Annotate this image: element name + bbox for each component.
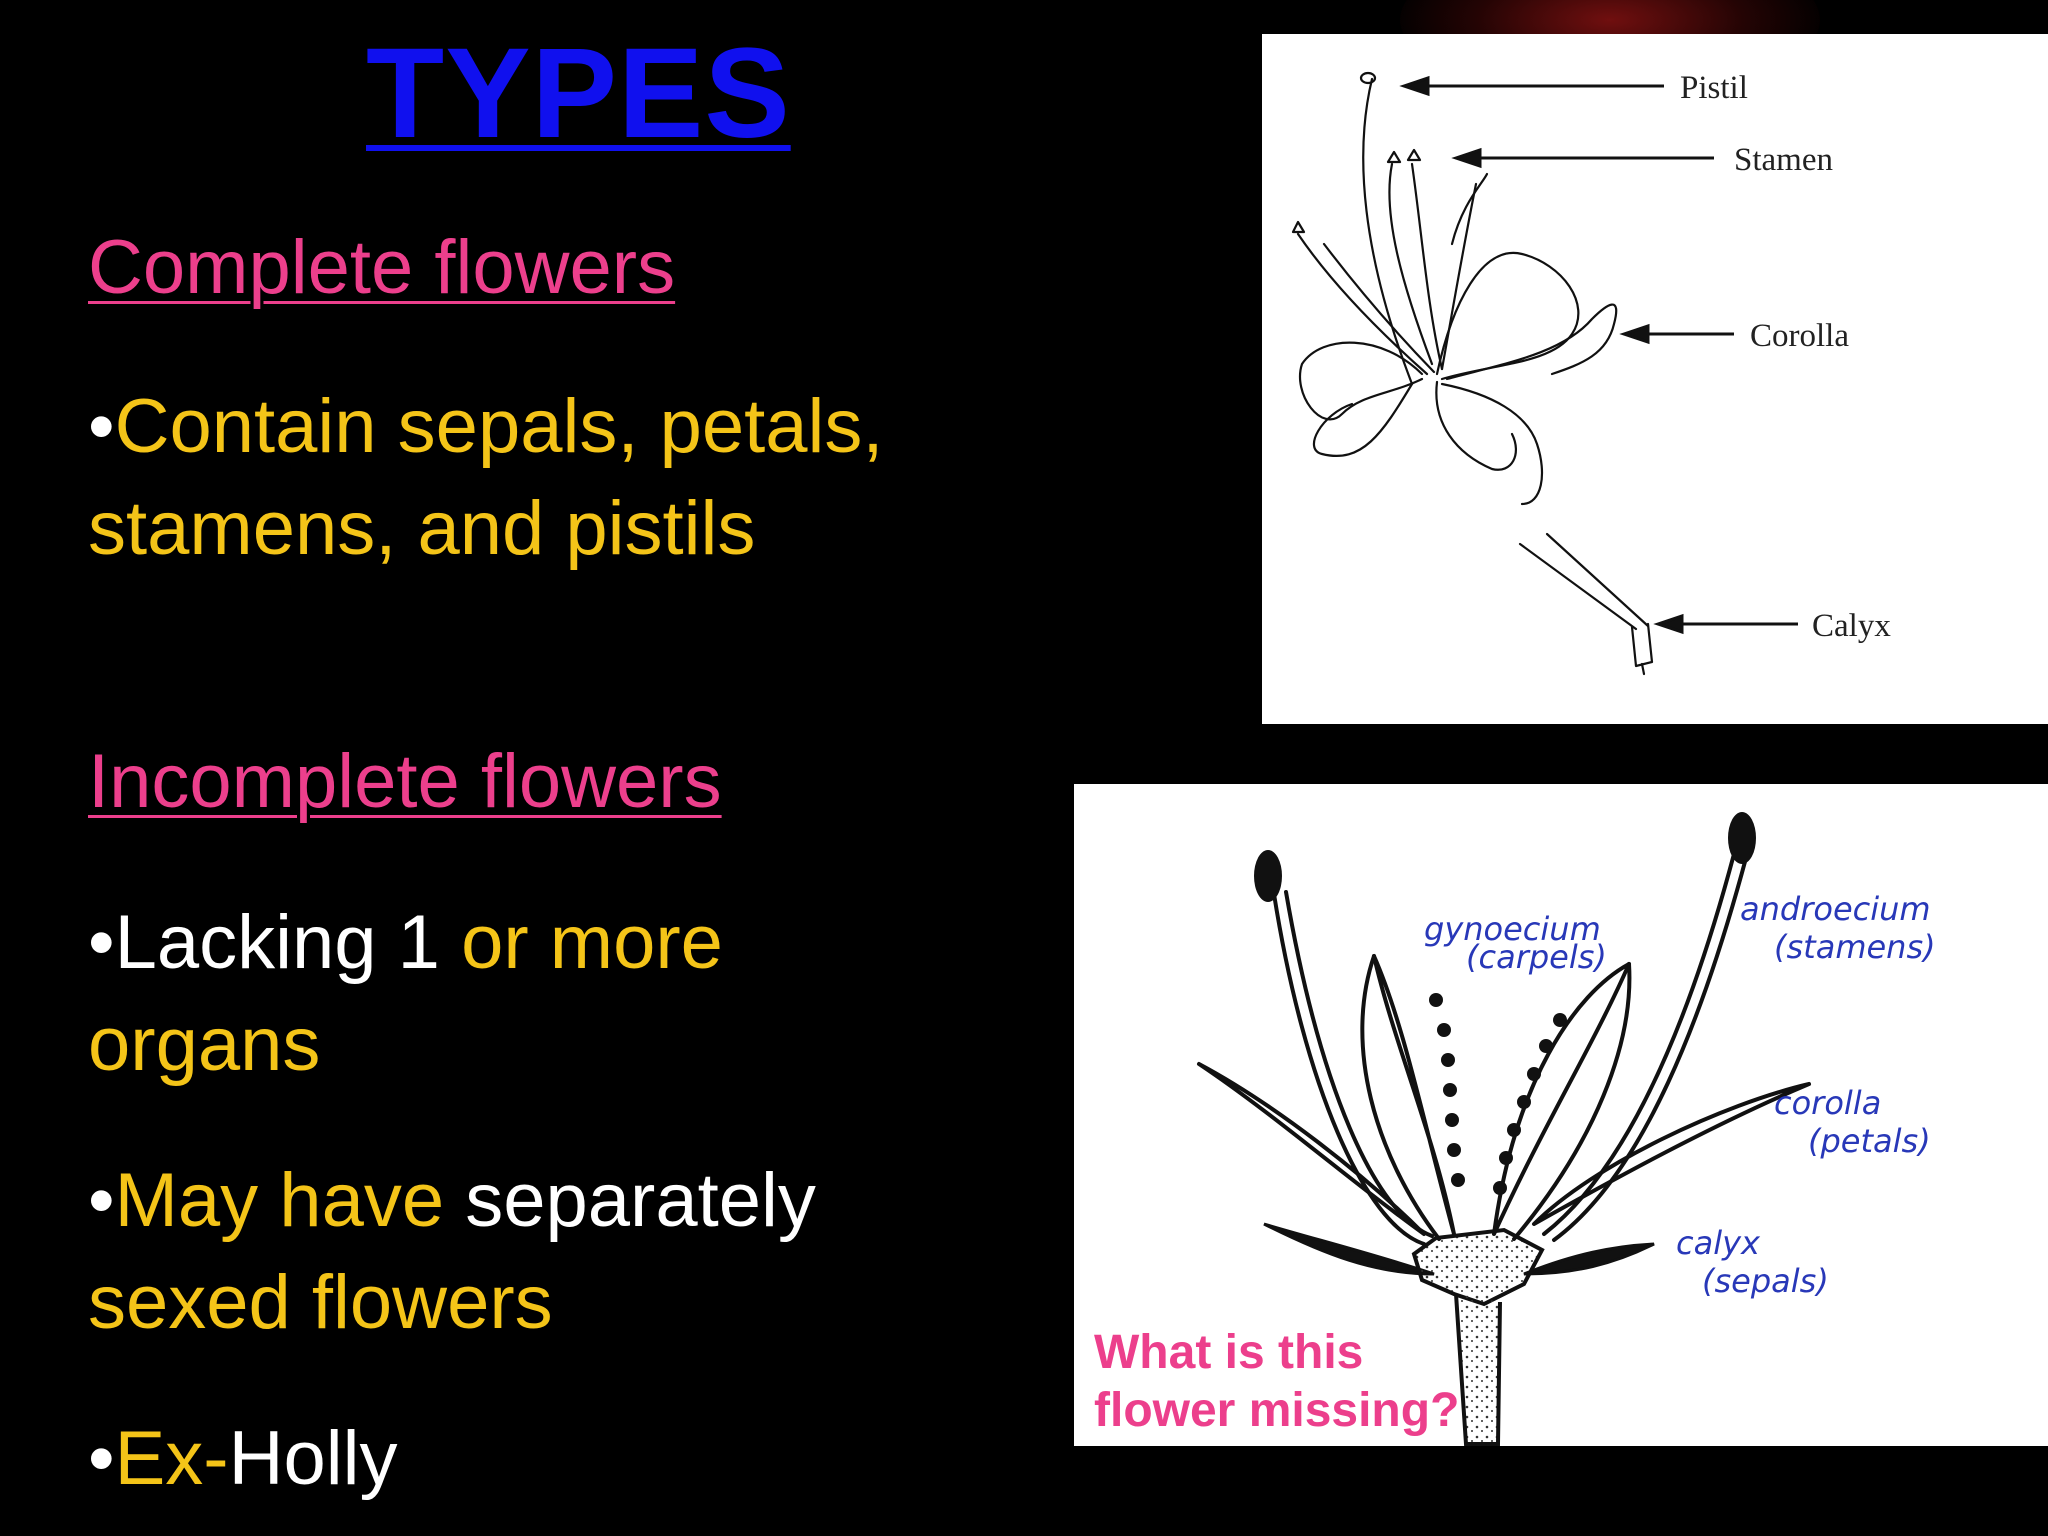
petal-vein: [1450, 172, 1489, 246]
incomplete-bullet-1: •Lacking 1 or more organs: [88, 892, 723, 1096]
stamen-arrowhead: [1451, 147, 1482, 169]
incomplete-flower-drawing: gynoecium (carpels) androecium (stamens)…: [1197, 812, 1936, 1446]
incomplete-flowers-heading: Incomplete flowers: [88, 739, 722, 824]
receptacle: [1411, 1227, 1545, 1307]
sepals-label: (sepals): [1702, 1262, 1829, 1300]
sepal-left: [1263, 1222, 1435, 1276]
petal-left: [1197, 1062, 1426, 1236]
incomplete-b3-part2: Holly: [228, 1416, 398, 1501]
stamen-filament: [1296, 232, 1429, 376]
corolla-label: Corolla: [1750, 318, 1849, 354]
incomplete-b2-part1: May have: [114, 1158, 445, 1243]
complete-line-1: Contain sepals, petals,: [114, 384, 884, 469]
pistil-arrowhead: [1399, 75, 1430, 97]
calyx-label: calyx: [1676, 1224, 1761, 1262]
pistil-style: [1362, 77, 1414, 386]
ovules: [1429, 993, 1567, 1195]
bullet-glyph: •: [88, 900, 115, 985]
complete-flowers-heading: Complete flowers: [88, 225, 676, 310]
slide-title: TYPES: [366, 22, 791, 165]
petal: [1445, 303, 1618, 381]
calyx-label: Calyx: [1812, 608, 1891, 644]
incomplete-flower-diagram: gynoecium (carpels) androecium (stamens)…: [1074, 784, 2048, 1446]
flower-tube-edge: [1518, 542, 1638, 631]
stamen-filament-left: [1272, 892, 1426, 1246]
incomplete-b1-part1: Lacking 1: [114, 900, 440, 985]
complete-flower-drawing: Pistil Stamen Corolla Calyx: [1291, 70, 1891, 676]
complete-flower-diagram: Pistil Stamen Corolla Calyx: [1262, 34, 2048, 724]
bullet-glyph: •: [88, 1158, 115, 1243]
anther-left: [1254, 850, 1282, 902]
pistil-label: Pistil: [1680, 70, 1748, 106]
incomplete-b3-part1: Ex-: [114, 1416, 229, 1501]
stamen-label: Stamen: [1734, 142, 1833, 178]
petal: [1312, 382, 1414, 457]
stamen-filament: [1388, 162, 1434, 366]
incomplete-bullet-3: •Ex-Holly: [88, 1408, 398, 1510]
label-arrows: [1399, 75, 1798, 635]
petal: [1440, 382, 1544, 506]
corolla-label: corolla: [1774, 1084, 1881, 1122]
calyx-arrowhead: [1653, 613, 1684, 635]
pistil-stigma: [1359, 71, 1377, 85]
incomplete-b2-part2: separately: [444, 1158, 816, 1243]
complete-flowers-bullet: •Contain sepals, petals, stamens, and pi…: [88, 376, 884, 580]
carpel-right-outline: [1512, 962, 1632, 1241]
incomplete-b1-part2: or more: [439, 900, 723, 985]
complete-line-2: stamens, and pistils: [88, 486, 756, 571]
stamens-label: (stamens): [1774, 928, 1936, 966]
stamen-filament-right: [1552, 856, 1748, 1242]
stamen-anther: [1291, 220, 1306, 234]
bullet-glyph: •: [88, 1416, 115, 1501]
gynoecium-label: gynoecium: [1424, 910, 1601, 948]
incomplete-b1-line2: organs: [88, 1002, 321, 1087]
carpels-label: (carpels): [1466, 938, 1607, 976]
androecium-label: androecium: [1740, 890, 1931, 928]
stamen-anther: [1386, 150, 1402, 164]
stamen-filament: [1322, 242, 1436, 374]
stamen-filament: [1440, 182, 1478, 371]
petal: [1435, 251, 1580, 381]
stem: [1454, 1293, 1502, 1446]
carpel-left-outline: [1360, 954, 1441, 1241]
bullet-glyph: •: [88, 384, 115, 469]
incomplete-b2-line2: sexed flowers: [88, 1260, 553, 1345]
petal-right: [1532, 1082, 1811, 1226]
petals-label: (petals): [1808, 1122, 1931, 1160]
sepal-right: [1523, 1242, 1655, 1276]
anther-right: [1728, 812, 1756, 864]
question-line-1: What is this: [1094, 1326, 1364, 1379]
stamen-filament: [1410, 162, 1444, 371]
carpel-right: [1492, 962, 1631, 1236]
stamen-anther: [1406, 148, 1422, 162]
incomplete-bullet-2: •May have separately sexed flowers: [88, 1150, 816, 1354]
missing-question: What is this flower missing?: [1094, 1324, 1459, 1440]
calyx-base: [1630, 622, 1654, 668]
question-line-2: flower missing?: [1094, 1384, 1460, 1437]
flower-tube-edge: [1545, 532, 1650, 628]
stem-tip: [1640, 662, 1646, 676]
corolla-arrowhead: [1619, 323, 1650, 345]
petal: [1299, 341, 1424, 421]
petal: [1435, 380, 1517, 471]
